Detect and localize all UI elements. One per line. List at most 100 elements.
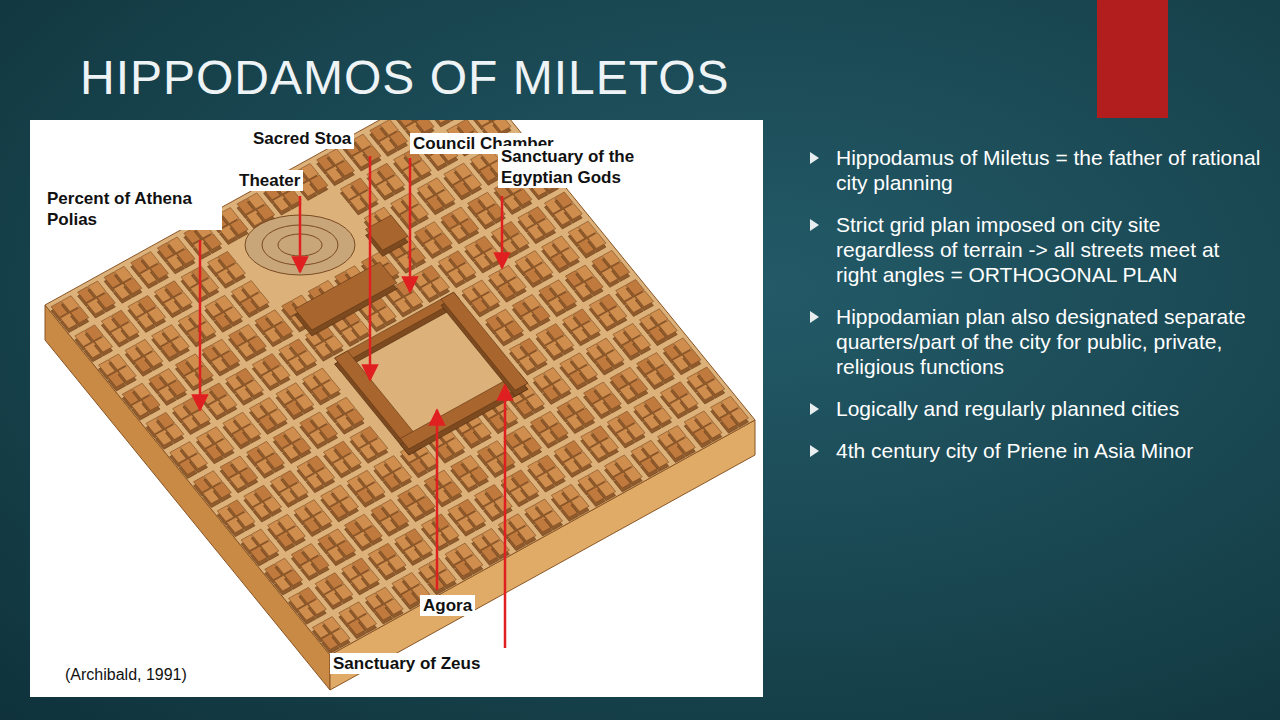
house-roof xyxy=(361,569,379,585)
house-roof xyxy=(97,292,115,308)
house-wall xyxy=(443,120,461,121)
house-roof xyxy=(387,175,405,191)
image-panel: Sacred StoaCouncil ChamberSanctuary of t… xyxy=(30,120,763,697)
house-roof xyxy=(283,190,301,206)
bullet-text: Logically and regularly planned cities xyxy=(836,396,1261,421)
house-roof xyxy=(284,570,302,586)
house-roof xyxy=(263,497,281,513)
house-roof xyxy=(441,525,459,541)
map-label: Percent of Athena Polias xyxy=(44,188,222,230)
house-roof xyxy=(612,262,630,278)
house-roof xyxy=(251,292,269,308)
house-roof xyxy=(118,365,136,381)
city-ground xyxy=(45,120,755,655)
house-roof xyxy=(461,218,479,234)
leader-arrow xyxy=(369,156,372,380)
stoa-roof xyxy=(295,262,397,330)
house-roof xyxy=(298,350,316,366)
house-roof xyxy=(142,395,160,411)
house-roof xyxy=(121,322,139,338)
house-roof xyxy=(635,291,653,307)
house-roof xyxy=(213,482,231,498)
house-roof xyxy=(434,233,452,249)
house-roof xyxy=(248,336,266,352)
house-roof xyxy=(414,540,432,556)
house-roof xyxy=(556,335,574,351)
house-roof xyxy=(269,409,287,425)
house-roof xyxy=(352,321,370,337)
house-roof xyxy=(420,452,438,468)
house-roof xyxy=(363,146,381,162)
house-roof xyxy=(683,349,701,365)
house-roof xyxy=(257,204,275,220)
stoa-roof xyxy=(366,215,409,250)
house-roof xyxy=(261,540,279,556)
house-roof xyxy=(189,453,207,469)
house-roof xyxy=(579,364,597,380)
map-label: Theater xyxy=(236,170,303,191)
block-side xyxy=(330,420,755,690)
house-roof xyxy=(314,511,332,527)
leader-arrow xyxy=(436,410,439,590)
house-roof xyxy=(94,336,112,352)
house-roof xyxy=(458,262,476,278)
house-roof xyxy=(410,204,428,220)
house-roof xyxy=(203,234,221,250)
accent-bar xyxy=(1097,0,1168,118)
house-roof xyxy=(627,423,645,439)
bullet-marker xyxy=(810,311,819,323)
house-roof xyxy=(227,263,245,279)
house-roof xyxy=(195,365,213,381)
house-roof xyxy=(526,394,544,410)
house-roof xyxy=(532,306,550,322)
house-roof xyxy=(561,247,579,263)
house-roof xyxy=(385,599,403,615)
house-roof xyxy=(470,467,488,483)
bullet-marker xyxy=(810,219,819,231)
house-roof xyxy=(600,437,618,453)
house-roof xyxy=(219,394,237,410)
house-roof xyxy=(245,380,263,396)
house-roof xyxy=(413,160,431,176)
house-roof xyxy=(201,278,219,294)
house-roof xyxy=(588,233,606,249)
bullet-text: Hippodamus of Miletus = the father of ra… xyxy=(836,145,1261,195)
house-roof xyxy=(388,555,406,571)
house-roof xyxy=(577,408,595,424)
house-roof xyxy=(338,540,356,556)
house-roof xyxy=(603,393,621,409)
house-roof xyxy=(222,351,240,367)
house-roof xyxy=(237,511,255,527)
house-roof xyxy=(482,291,500,307)
house-roof xyxy=(370,438,388,454)
house-roof xyxy=(511,233,529,249)
map-label: Sacred Stoa xyxy=(250,128,354,149)
leader-arrow xyxy=(501,196,504,268)
house-roof xyxy=(346,409,364,425)
house-roof xyxy=(275,321,293,337)
house-roof xyxy=(730,408,748,424)
house-roof xyxy=(168,380,186,396)
leader-arrow xyxy=(199,240,202,410)
house-roof xyxy=(468,511,486,527)
house-roof xyxy=(473,423,491,439)
house-roof xyxy=(606,349,624,365)
house-roof xyxy=(558,291,576,307)
house-roof xyxy=(224,307,242,323)
stoa-buildings xyxy=(295,215,528,455)
house-roof xyxy=(358,613,376,629)
house-roof xyxy=(630,379,648,395)
house-roof xyxy=(656,364,674,380)
house-roof xyxy=(266,453,284,469)
house-roof xyxy=(216,438,234,454)
house-roof xyxy=(431,277,449,293)
house-roof xyxy=(243,424,261,440)
house-roof xyxy=(417,496,435,512)
house-roof xyxy=(609,306,627,322)
house-roof xyxy=(535,262,553,278)
house-roof xyxy=(308,599,326,615)
house-roof xyxy=(523,437,541,453)
house-roof xyxy=(174,292,192,308)
house-roof xyxy=(240,467,258,483)
house-roof xyxy=(521,481,539,497)
